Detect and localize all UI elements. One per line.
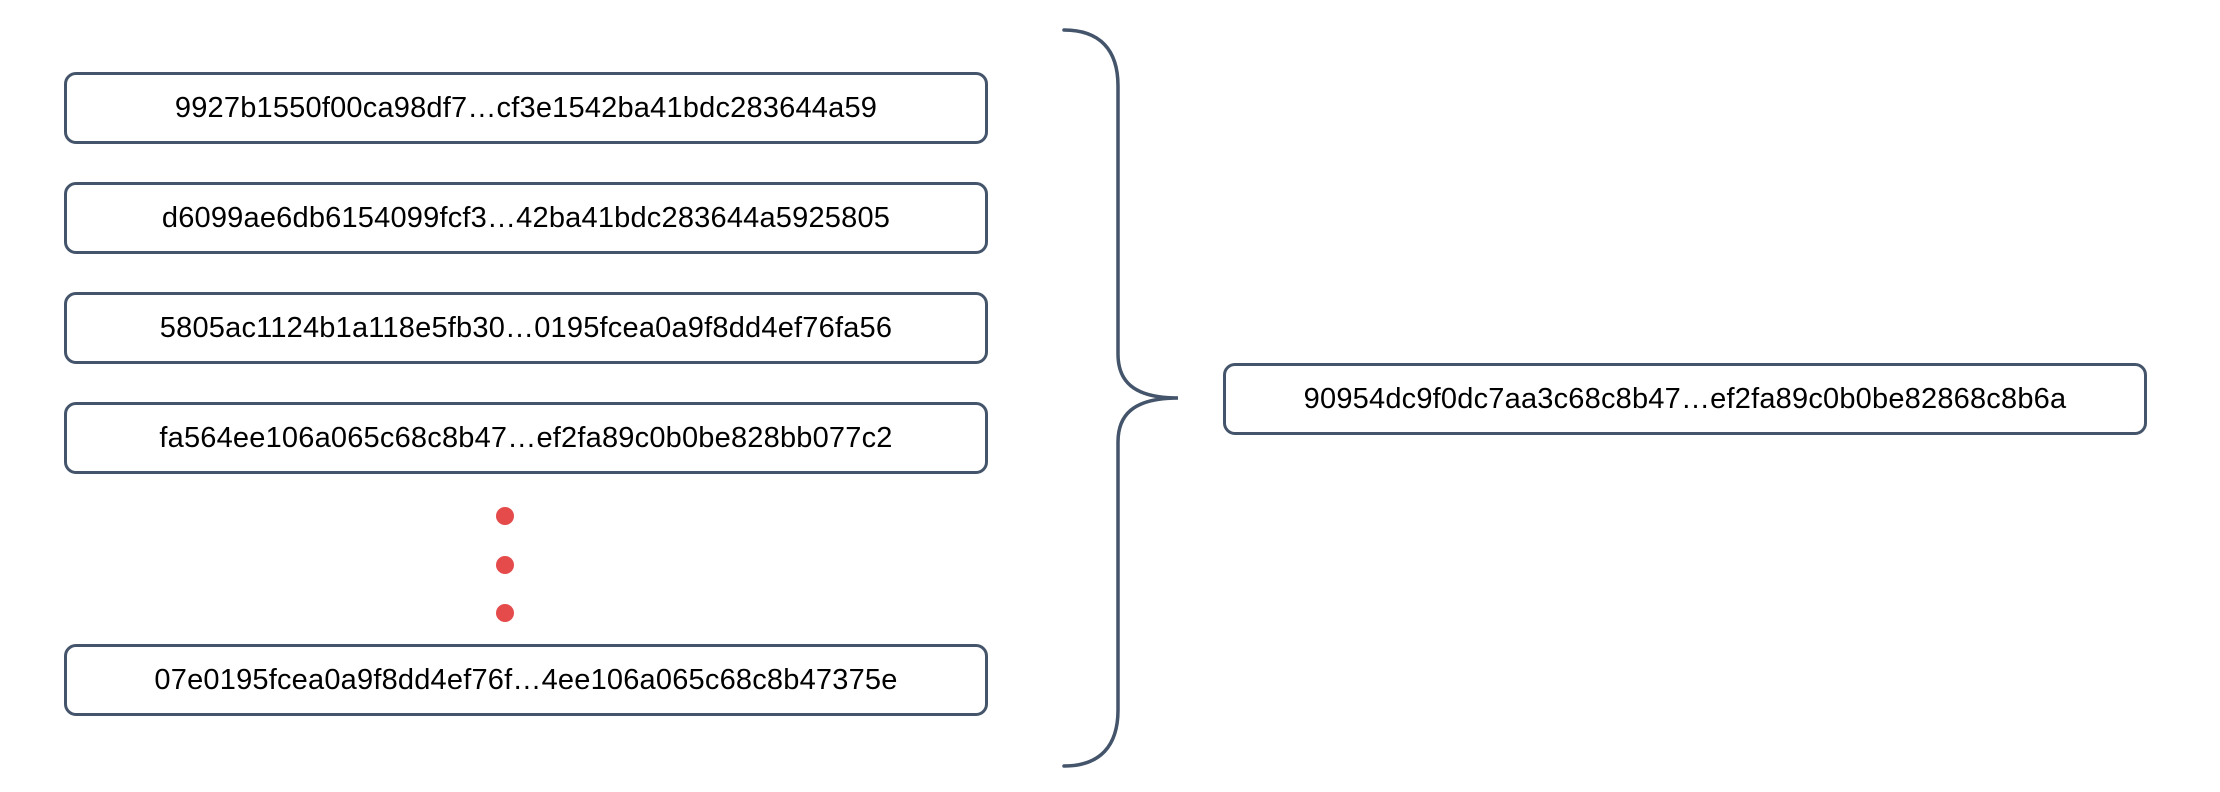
hash-box-1: 9927b1550f00ca98df7…cf3e1542ba41bdc28364… <box>64 72 988 144</box>
curly-brace <box>1062 28 1179 768</box>
hash-text-3: 5805ac1124b1a118e5fb30…0195fcea0a9f8dd4e… <box>159 311 893 344</box>
ellipsis-dot <box>496 604 514 622</box>
ellipsis-dot <box>496 555 514 574</box>
hash-text-1: 9927b1550f00ca98df7…cf3e1542ba41bdc28364… <box>174 91 878 124</box>
hash-text-4: fa564ee106a065c68c8b47…ef2fa89c0b0be828b… <box>159 421 893 454</box>
hash-text-2: d6099ae6db6154099fcf3…42ba41bdc283644a59… <box>161 201 891 234</box>
hash-box-4: fa564ee106a065c68c8b47…ef2fa89c0b0be828b… <box>64 402 988 474</box>
hash-box-2: d6099ae6db6154099fcf3…42ba41bdc283644a59… <box>64 182 988 254</box>
hash-box-3: 5805ac1124b1a118e5fb30…0195fcea0a9f8dd4e… <box>64 292 988 364</box>
result-hash-box: 90954dc9f0dc7aa3c68c8b47…ef2fa89c0b0be82… <box>1223 363 2147 435</box>
hash-box-5: 07e0195fcea0a9f8dd4ef76f…4ee106a065c68c8… <box>64 644 988 716</box>
ellipsis-dot <box>496 507 514 525</box>
ellipsis-dots <box>496 507 514 622</box>
hash-text-5: 07e0195fcea0a9f8dd4ef76f…4ee106a065c68c8… <box>154 663 898 696</box>
result-hash-text: 90954dc9f0dc7aa3c68c8b47…ef2fa89c0b0be82… <box>1303 382 2067 415</box>
